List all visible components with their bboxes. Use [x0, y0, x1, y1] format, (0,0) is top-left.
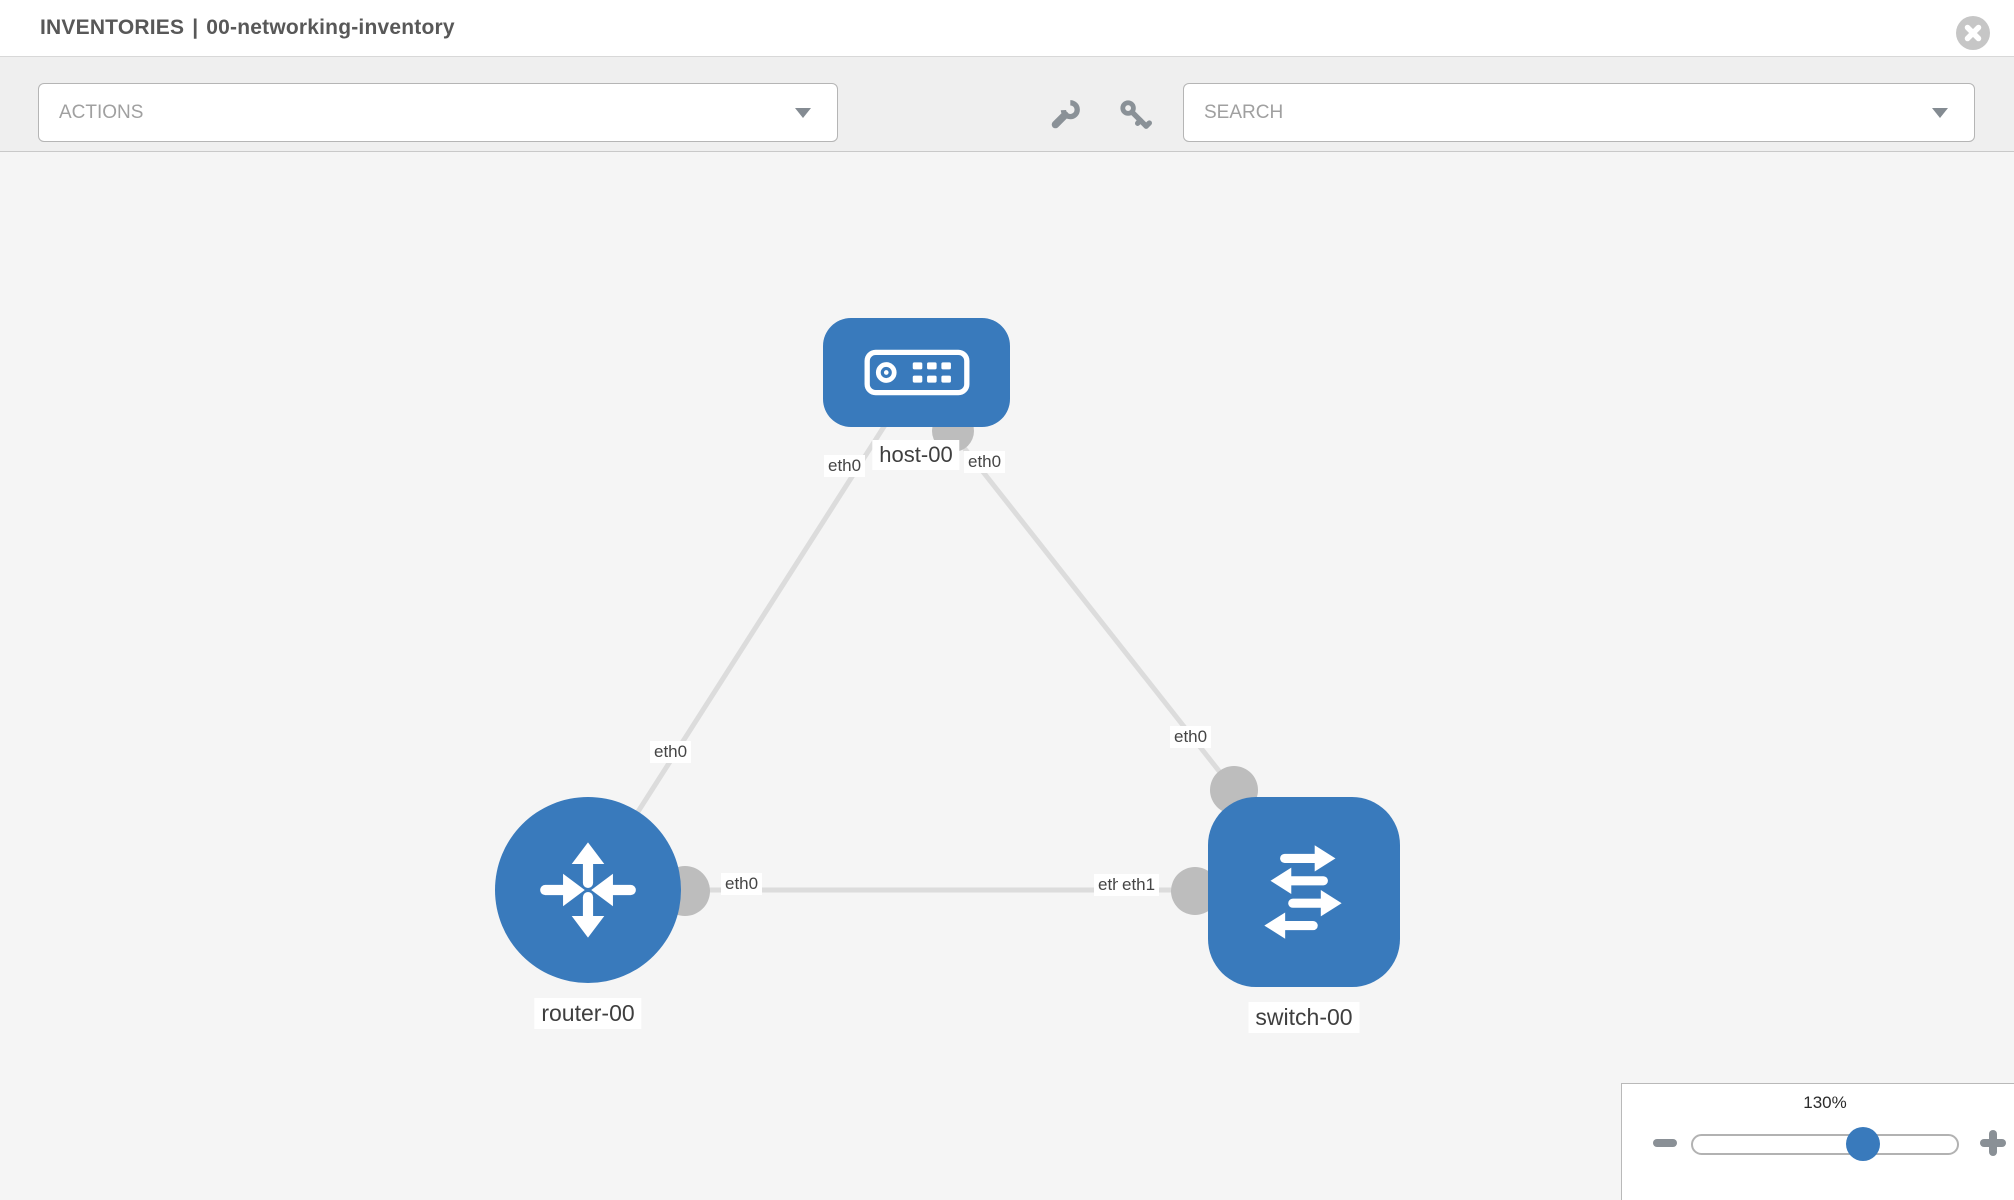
zoom-out-button[interactable]: [1653, 1139, 1677, 1147]
switch-icon: [1264, 845, 1342, 939]
zoom-slider-track[interactable]: [1691, 1134, 1959, 1155]
actions-dropdown[interactable]: ACTIONS: [38, 83, 838, 142]
node-host-00[interactable]: [823, 318, 1010, 427]
chevron-down-icon: [1932, 107, 1948, 118]
actions-dropdown-label: ACTIONS: [59, 101, 144, 123]
node-switch-00[interactable]: [1208, 797, 1400, 987]
zoom-level-value: 130%: [1803, 1093, 1847, 1112]
interface-label-switch-left: eth1: [1118, 874, 1160, 896]
key-icon: [1120, 100, 1152, 129]
link-lines: [585, 423, 1304, 893]
key-button[interactable]: [1118, 98, 1152, 137]
wrench-icon: [1051, 100, 1080, 129]
zoom-in-button[interactable]: [1980, 1130, 2006, 1156]
toolbar: ACTIONS SEARCH: [0, 57, 2014, 152]
plus-icon: [1989, 1130, 1997, 1156]
interface-connectors: [660, 410, 1258, 916]
chevron-down-icon: [795, 107, 811, 118]
node-label-router: router-00: [534, 998, 642, 1029]
interface-label-router-uplink: eth0: [650, 741, 692, 763]
search-dropdown[interactable]: SEARCH: [1183, 83, 1975, 142]
topology-canvas[interactable]: host-00 router-00 switch-00 eth0 eth0 et…: [0, 152, 2014, 1200]
interface-label-switch-uplink: eth0: [1170, 726, 1212, 748]
page-header: INVENTORIES | 00-networking-inventory: [0, 0, 2014, 57]
host-icon: [864, 349, 969, 396]
close-icon: [1956, 16, 1990, 50]
router-icon: [540, 842, 636, 938]
breadcrumb-separator: |: [192, 16, 199, 39]
wrench-button[interactable]: [1048, 98, 1082, 137]
close-button[interactable]: [1956, 16, 1990, 50]
breadcrumb-section: INVENTORIES: [40, 16, 185, 39]
interface-label-host-right: eth0: [964, 451, 1006, 473]
inventory-name: 00-networking-inventory: [206, 16, 455, 39]
topology-links-layer: [585, 410, 1304, 916]
interface-label-router-right: eth0: [721, 873, 763, 895]
node-label-host: host-00: [872, 440, 960, 470]
search-dropdown-label: SEARCH: [1204, 101, 1284, 123]
node-label-switch: switch-00: [1248, 1002, 1360, 1033]
connector-switch-left: [1171, 867, 1219, 915]
node-router-00[interactable]: [495, 797, 681, 983]
zoom-slider-handle[interactable]: [1846, 1127, 1880, 1161]
interface-label-host-left: eth0: [824, 455, 866, 477]
zoom-panel: 130%: [1621, 1083, 2014, 1200]
page-title: INVENTORIES | 00-networking-inventory: [40, 16, 455, 40]
